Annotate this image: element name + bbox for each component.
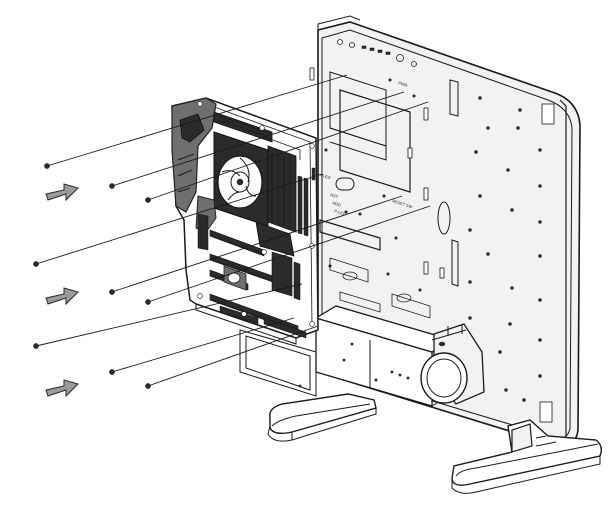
screws [33, 163, 151, 389]
svg-text:RESET SW: RESET SW [392, 198, 414, 209]
screw [145, 299, 151, 305]
ram-slots [297, 167, 316, 237]
right-foot-stand [451, 419, 603, 494]
screw [145, 383, 151, 389]
screw [109, 289, 115, 295]
arrow-right-icon [45, 379, 79, 398]
svg-text:HDD: HDD [332, 200, 342, 207]
cpu-heatsink [261, 135, 301, 233]
thumbscrew-knob [420, 323, 485, 405]
motherboard [171, 97, 319, 345]
arrow-right-icon [45, 183, 79, 202]
screw [109, 183, 115, 189]
screw [109, 369, 115, 375]
svg-text:PLED: PLED [320, 172, 332, 180]
arrow-right-icon [45, 287, 79, 306]
svg-text:RST: RST [330, 192, 340, 199]
front-io-buttons [337, 39, 417, 67]
cpu-cooler-fan [213, 131, 269, 227]
svg-text:PWR: PWR [398, 80, 409, 88]
screw [33, 343, 39, 349]
svg-text:P-LED: P-LED [334, 208, 347, 216]
screw [145, 197, 151, 203]
left-foot-stand [267, 393, 377, 442]
screw-guide-lines [35, 74, 431, 387]
screw [33, 261, 39, 267]
direction-arrows [45, 183, 79, 398]
screw [44, 163, 50, 169]
